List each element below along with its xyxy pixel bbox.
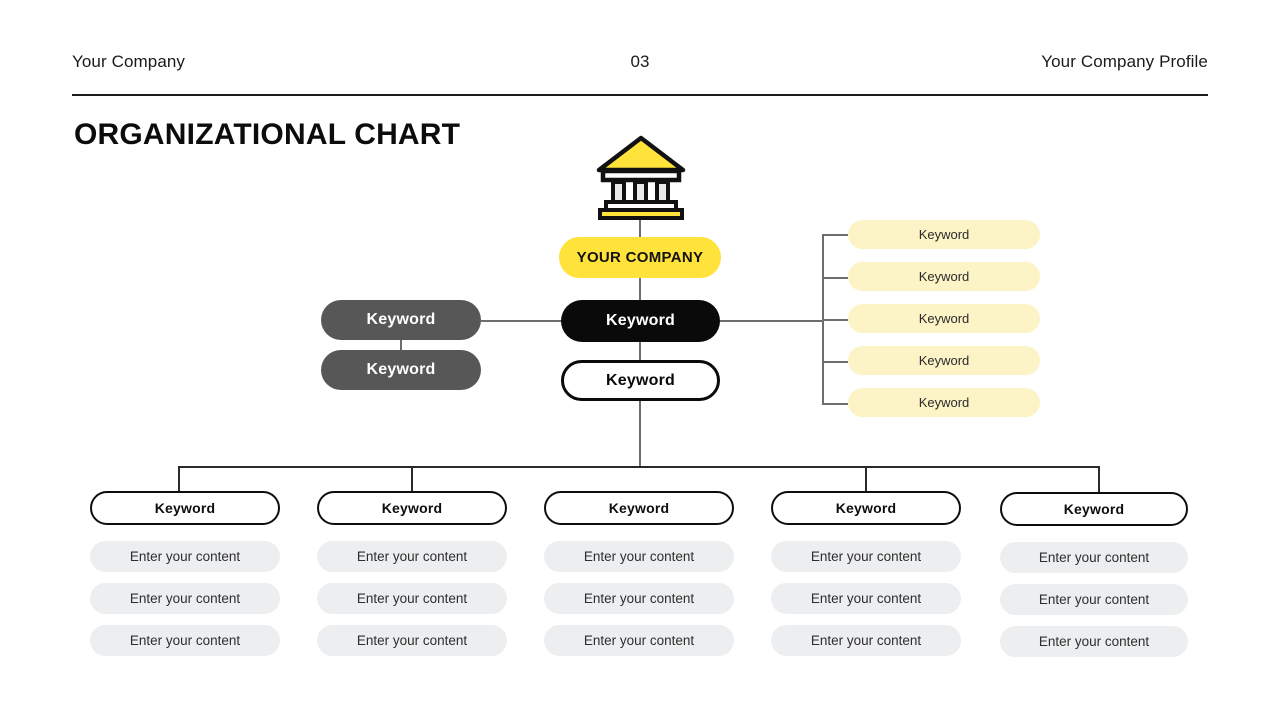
column-1-item-1[interactable]: Enter your content [90, 541, 280, 572]
column-1-item-2[interactable]: Enter your content [90, 583, 280, 614]
org-column-3: Keyword Enter your content Enter your co… [544, 491, 734, 656]
column-5-item-2[interactable]: Enter your content [1000, 584, 1188, 615]
column-5-item-1[interactable]: Enter your content [1000, 542, 1188, 573]
column-3-item-3[interactable]: Enter your content [544, 625, 734, 656]
connector-bottom-bus [178, 466, 1100, 468]
connector-sub-to-bus [639, 401, 641, 467]
connector-bus-drop-2 [411, 466, 413, 492]
column-4-item-3[interactable]: Enter your content [771, 625, 961, 656]
column-3-item-2[interactable]: Enter your content [544, 583, 734, 614]
connector-bus-drop-5 [1098, 466, 1100, 492]
org-column-2: Keyword Enter your content Enter your co… [317, 491, 507, 656]
column-2-item-1[interactable]: Enter your content [317, 541, 507, 572]
node-center-secondary[interactable]: Keyword [561, 360, 720, 401]
column-3-item-1[interactable]: Enter your content [544, 541, 734, 572]
connector-right-stub-5 [822, 403, 848, 405]
column-1-item-3[interactable]: Enter your content [90, 625, 280, 656]
connector-center-to-right [720, 320, 824, 322]
header-section-name: Your Company Profile [1041, 52, 1208, 71]
connector-center-to-left [481, 320, 561, 322]
node-center-primary[interactable]: Keyword [561, 300, 720, 342]
org-column-5: Keyword Enter your content Enter your co… [1000, 492, 1188, 657]
slide-header: Your Company 03 Your Company Profile [72, 52, 1208, 92]
node-right-1[interactable]: Keyword [848, 220, 1040, 249]
node-right-5[interactable]: Keyword [848, 388, 1040, 417]
node-left-2[interactable]: Keyword [321, 350, 481, 390]
connector-bus-drop-4 [865, 466, 867, 492]
connector-right-stub-3 [822, 319, 848, 321]
connector-right-stub-2 [822, 277, 848, 279]
page-title: ORGANIZATIONAL CHART [74, 118, 461, 151]
column-4-item-1[interactable]: Enter your content [771, 541, 961, 572]
org-column-4: Keyword Enter your content Enter your co… [771, 491, 961, 656]
node-left-1[interactable]: Keyword [321, 300, 481, 340]
column-5-item-3[interactable]: Enter your content [1000, 626, 1188, 657]
column-2-head[interactable]: Keyword [317, 491, 507, 525]
bank-building-icon [595, 132, 687, 220]
header-company-name: Your Company [72, 52, 186, 71]
connector-root-to-center [639, 278, 641, 301]
connector-icon-to-root [639, 220, 641, 238]
connector-center-to-sub [639, 342, 641, 361]
column-2-item-2[interactable]: Enter your content [317, 583, 507, 614]
node-right-3[interactable]: Keyword [848, 304, 1040, 333]
column-2-item-3[interactable]: Enter your content [317, 625, 507, 656]
column-4-item-2[interactable]: Enter your content [771, 583, 961, 614]
header-divider [72, 94, 1208, 96]
column-1-head[interactable]: Keyword [90, 491, 280, 525]
connector-right-stub-4 [822, 361, 848, 363]
node-right-4[interactable]: Keyword [848, 346, 1040, 375]
column-4-head[interactable]: Keyword [771, 491, 961, 525]
column-3-head[interactable]: Keyword [544, 491, 734, 525]
node-right-2[interactable]: Keyword [848, 262, 1040, 291]
connector-left1-to-left2 [400, 340, 402, 351]
column-5-head[interactable]: Keyword [1000, 492, 1188, 526]
connector-bus-drop-1 [178, 466, 180, 492]
org-column-1: Keyword Enter your content Enter your co… [90, 491, 280, 656]
node-root-your-company[interactable]: YOUR COMPANY [559, 237, 721, 278]
header-page-number: 03 [630, 52, 650, 71]
connector-right-stub-1 [822, 234, 848, 236]
